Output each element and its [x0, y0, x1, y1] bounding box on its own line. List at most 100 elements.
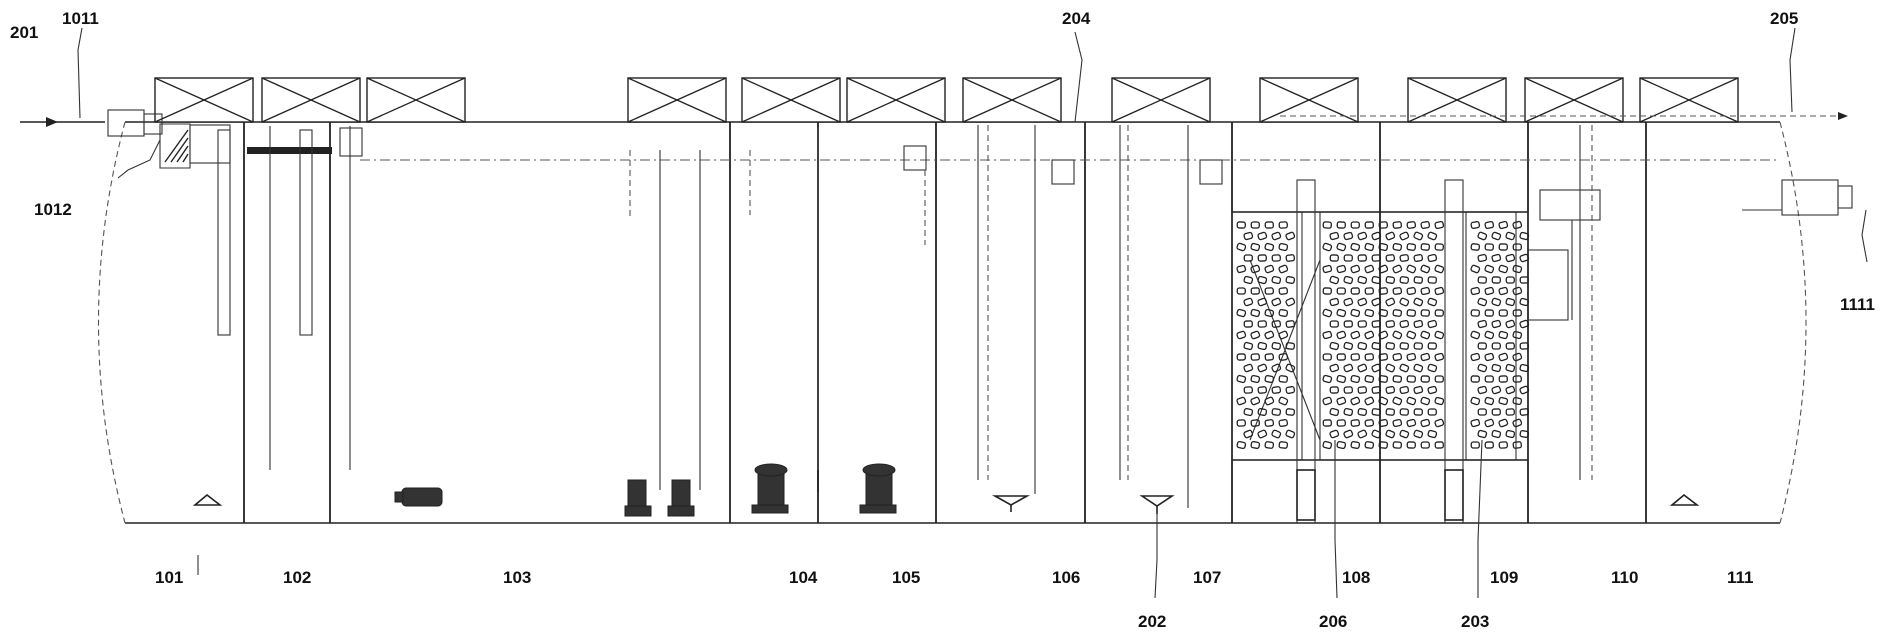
media-element	[1491, 363, 1502, 373]
media-element	[1498, 264, 1509, 274]
media-element	[1243, 297, 1254, 307]
media-element	[1406, 375, 1416, 383]
media-element	[1399, 363, 1410, 373]
media-element	[1336, 353, 1346, 361]
media-element	[1278, 375, 1289, 383]
media-element	[1243, 386, 1253, 394]
media-element	[1236, 353, 1246, 361]
media-element	[1498, 220, 1509, 230]
media-element	[1491, 253, 1502, 263]
media-element	[1470, 418, 1481, 428]
media-element	[1519, 231, 1530, 241]
media-element	[1427, 253, 1438, 263]
label-104: 104	[789, 568, 818, 587]
media-element	[1477, 297, 1488, 307]
media-element	[1278, 309, 1289, 317]
label-101: 101	[155, 568, 183, 587]
media-element	[1278, 330, 1289, 340]
media-element	[1406, 330, 1417, 340]
media-element	[1484, 220, 1495, 230]
media-element	[1371, 429, 1382, 439]
media-element	[1264, 441, 1275, 449]
media-element	[1322, 287, 1332, 295]
media-element	[1243, 254, 1253, 262]
media-element	[1357, 386, 1368, 394]
media-element	[1512, 441, 1523, 449]
media-element	[1378, 221, 1388, 229]
media-element	[1278, 221, 1288, 229]
media-element	[1512, 418, 1523, 428]
media-element	[1350, 264, 1361, 274]
media-element	[1519, 430, 1530, 438]
media-element	[1491, 385, 1502, 395]
media-element	[1343, 341, 1354, 351]
media-element	[1385, 429, 1396, 439]
media-element	[1434, 243, 1444, 251]
label-media-a: 206	[1319, 612, 1347, 631]
vent-icon	[962, 77, 1062, 123]
media-element	[1364, 330, 1375, 340]
media-element	[1420, 418, 1431, 428]
label-110: 110	[1611, 568, 1638, 587]
media-element	[1378, 375, 1389, 383]
media-element	[1322, 308, 1333, 318]
media-element	[1484, 396, 1495, 406]
pipes-103	[629, 128, 819, 490]
media-element	[1336, 221, 1346, 229]
media-element	[1399, 429, 1410, 439]
label-105: 105	[892, 568, 920, 587]
media-element	[1329, 407, 1340, 417]
media-element	[1427, 363, 1438, 373]
media-element	[1278, 419, 1289, 427]
media-element	[1271, 297, 1282, 307]
media-element	[1264, 287, 1274, 295]
media-element	[1498, 309, 1508, 317]
media-fill	[1236, 220, 1530, 450]
media-element	[1343, 297, 1354, 307]
media-element	[1285, 297, 1296, 307]
media-element	[1250, 242, 1261, 252]
media-element	[1406, 221, 1417, 229]
media-element	[1484, 375, 1494, 383]
media-element	[1505, 319, 1516, 329]
media-element	[1371, 342, 1382, 350]
media-element	[1477, 231, 1488, 241]
media-element	[1491, 408, 1501, 416]
media-element	[1357, 297, 1368, 307]
media-element	[1406, 396, 1417, 406]
media-element	[1470, 243, 1481, 251]
media-element	[1392, 418, 1403, 428]
media-element	[1512, 220, 1523, 230]
media-element	[1399, 297, 1410, 307]
media-element	[1505, 408, 1515, 416]
vent-icon	[1639, 77, 1739, 123]
label-inlet-pipe: 1011	[62, 9, 99, 28]
media-element	[1336, 264, 1347, 274]
media-element	[1264, 308, 1275, 318]
media-element	[1519, 342, 1529, 350]
media-element	[1243, 429, 1254, 439]
media-element	[1371, 231, 1382, 241]
media-element	[1271, 275, 1282, 285]
media-zone-frames	[1231, 179, 1529, 524]
label-screen: 1012	[34, 200, 72, 219]
media-element	[1477, 319, 1488, 329]
media-element	[1470, 309, 1480, 317]
media-element	[1470, 264, 1481, 274]
media-element	[1264, 375, 1275, 383]
media-element	[1285, 363, 1296, 373]
media-element	[1420, 352, 1431, 362]
media-element	[1257, 408, 1268, 416]
media-element	[1505, 363, 1516, 373]
media-element	[1498, 286, 1509, 296]
media-element	[1512, 264, 1523, 274]
media-element	[1477, 363, 1488, 373]
media-element	[1278, 353, 1289, 361]
media-element	[1243, 275, 1254, 285]
media-element	[1378, 309, 1389, 317]
media-element	[1406, 309, 1417, 317]
media-element	[1406, 418, 1417, 428]
media-element	[1406, 264, 1417, 274]
label-111: 111	[1727, 568, 1754, 587]
media-element	[1329, 386, 1339, 394]
